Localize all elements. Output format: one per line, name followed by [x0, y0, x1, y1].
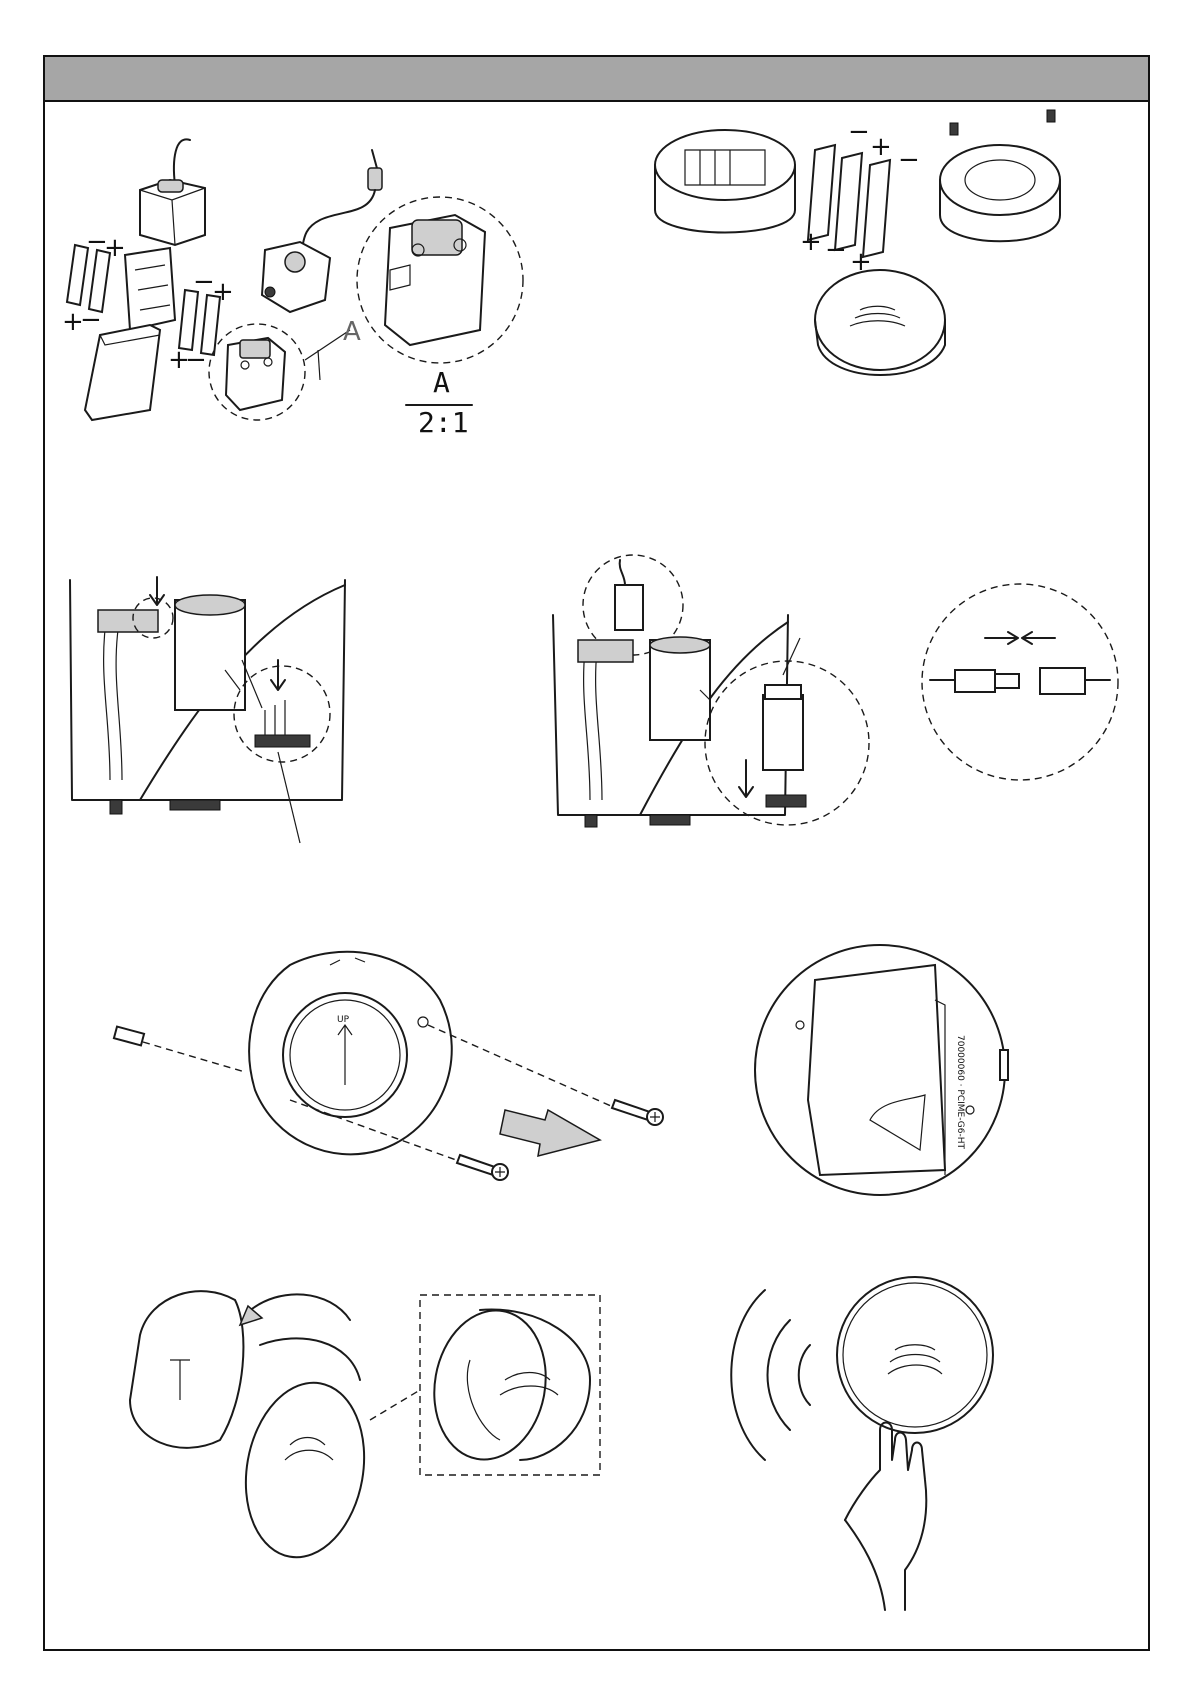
insert-direction-arrow: [500, 1110, 600, 1156]
sensor-housing-open-figure: [655, 130, 795, 233]
svg-text:70000060 · PCIME-G6-HT: 70000060 · PCIME-G6-HT: [955, 1035, 965, 1150]
screw-right: [612, 1100, 663, 1125]
detail-circle-large: [357, 197, 523, 363]
mounting-ring-figure: [940, 110, 1060, 241]
svg-text:+: +: [104, 233, 126, 263]
svg-text:UP: UP: [337, 1015, 350, 1025]
sticker-detail-box: [420, 1295, 600, 1475]
svg-text:A: A: [433, 366, 450, 399]
valve-detail-circle-right: [700, 638, 869, 825]
scale-callout: A 2:1: [406, 366, 472, 439]
sensor-activation-figure: [731, 1277, 993, 1610]
assembled-battery-figure: [262, 150, 382, 312]
detail-marker: A: [343, 317, 361, 347]
svg-text:−: −: [898, 145, 920, 175]
svg-text:−: −: [185, 345, 207, 375]
svg-text:+: +: [870, 132, 892, 162]
screw-left: [457, 1155, 508, 1180]
adhesive-plate-figure: 70000060 · PCIME-G6-HT: [755, 945, 1008, 1195]
svg-text:+: +: [800, 227, 822, 257]
svg-text:−: −: [825, 235, 847, 265]
twist-install-figure: [130, 1291, 420, 1567]
svg-text:−: −: [848, 117, 870, 147]
detail-circle-small: [209, 324, 350, 420]
svg-text:+: +: [212, 277, 234, 307]
cistern-valve-figure-left: [70, 577, 345, 814]
connector-detail-circle: [922, 584, 1118, 780]
svg-text:2:1: 2:1: [418, 406, 469, 439]
svg-text:−: −: [80, 305, 102, 335]
sensor-cover-figure: [815, 270, 945, 375]
